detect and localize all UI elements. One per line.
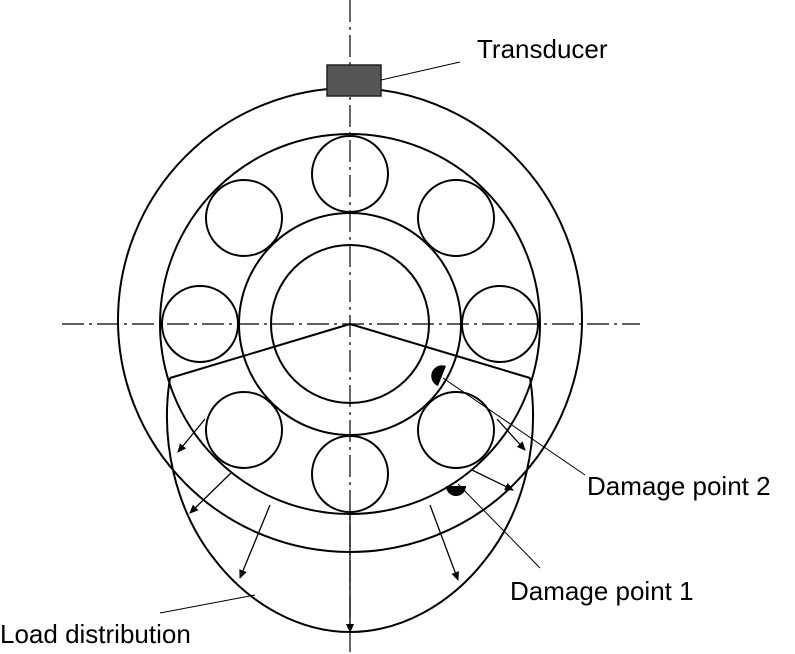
rolling-element-right: [461, 285, 539, 363]
load-arrow-right-upper: [496, 418, 526, 451]
load-arrows: [177, 418, 526, 633]
load-zone-boundary-right: [349, 323, 531, 379]
damage-point-2-marker: [431, 365, 446, 386]
load-arrow-left-middle: [189, 471, 233, 514]
load-arrow-right-lower: [429, 504, 459, 581]
rolling-element-bottom-right: [417, 391, 495, 469]
load-distribution-leader: [159, 594, 256, 614]
rolling-element-top-left: [205, 179, 283, 257]
transducer-leader: [380, 61, 461, 81]
rolling-element-top: [311, 135, 389, 213]
damage-point-2-leader: [442, 377, 586, 476]
transducer-block: [326, 64, 382, 97]
damage-point-2-label: Damage point 2: [587, 471, 771, 501]
rolling-element-bottom: [311, 435, 389, 513]
load-arrow-left-lower: [239, 504, 271, 579]
rolling-element-left: [161, 285, 239, 363]
load-distribution-label: Load distribution: [0, 619, 191, 649]
load-zone-boundary-left: [169, 323, 351, 379]
damage-point-1-marker: [446, 486, 466, 496]
load-arrow-left-upper: [177, 418, 206, 453]
damage-point-1-leader: [457, 483, 541, 569]
rolling-elements: [161, 135, 539, 513]
load-arrow-right-middle: [471, 469, 514, 491]
damage-point-1-label: Damage point 1: [510, 576, 694, 606]
shaft-circle: [270, 244, 430, 404]
rolling-element-top-right: [417, 179, 495, 257]
transducer-label: Transducer: [477, 34, 608, 64]
rolling-element-bottom-left: [205, 391, 283, 469]
